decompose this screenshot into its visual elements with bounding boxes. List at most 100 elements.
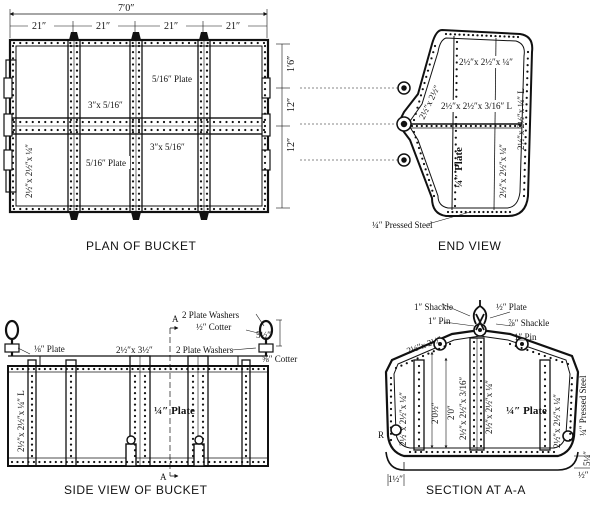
- rivet: [205, 118, 209, 121]
- rivet: [219, 367, 222, 371]
- section-label-shackle-1: 1″ Shackle: [414, 302, 453, 312]
- rivet: [479, 386, 483, 389]
- rivet: [191, 414, 195, 418]
- rivet: [431, 189, 434, 192]
- rivet: [231, 120, 234, 124]
- rivet: [205, 143, 209, 146]
- rivet: [75, 75, 79, 78]
- rivet: [472, 360, 476, 363]
- rivet: [425, 450, 428, 454]
- rivet: [263, 192, 267, 195]
- rivet: [137, 198, 141, 201]
- rivet: [263, 81, 267, 85]
- rivet: [131, 81, 135, 85]
- rivet: [503, 450, 506, 454]
- rivet: [12, 120, 16, 124]
- rivet: [69, 44, 73, 48]
- rivet: [417, 404, 421, 408]
- rivet: [414, 112, 417, 115]
- rivet: [191, 460, 194, 464]
- end-label-mid-angle: 2½″x 2½″x 3/16″ L: [441, 101, 512, 111]
- rivet: [472, 379, 476, 383]
- rivet: [11, 81, 15, 85]
- rivet: [206, 41, 209, 45]
- rivet: [224, 460, 227, 464]
- rivet: [472, 373, 476, 376]
- section-label-angle-b: 2½″x 2½″x ¼″: [484, 380, 494, 434]
- rivet: [199, 143, 203, 146]
- rivet: [133, 449, 137, 452]
- rivet: [389, 438, 393, 442]
- rivet: [497, 450, 500, 454]
- rivet: [131, 161, 135, 165]
- rivet: [263, 161, 267, 165]
- rivet: [158, 367, 162, 371]
- rivet: [11, 155, 15, 158]
- rivet: [543, 438, 547, 441]
- rivet: [543, 444, 547, 448]
- rivet: [205, 155, 209, 158]
- rivet: [21, 367, 25, 371]
- rivet: [11, 51, 15, 54]
- rivet: [494, 124, 497, 128]
- rivet: [69, 432, 73, 435]
- rivet: [205, 180, 209, 183]
- rivet: [256, 207, 259, 211]
- rivet: [69, 149, 73, 152]
- rivet: [231, 41, 234, 45]
- side-label-cotter-2: ⅝″ Cotter: [262, 354, 297, 364]
- rivet: [443, 345, 446, 348]
- rivet: [187, 41, 191, 45]
- rivet: [205, 174, 209, 177]
- rivet: [389, 426, 393, 429]
- rivet: [525, 96, 528, 99]
- end-label-top-angle: 2½″x 2½″x ¼″: [459, 57, 513, 67]
- rivet: [43, 460, 46, 464]
- plan-dim-12b: 12″: [286, 138, 297, 152]
- rivet: [87, 460, 90, 464]
- rivet: [237, 41, 241, 45]
- rivet: [201, 403, 205, 406]
- rivet: [137, 204, 141, 208]
- rivet: [526, 57, 529, 60]
- rivet: [417, 438, 421, 441]
- rivet: [143, 386, 147, 389]
- rivet: [187, 207, 191, 211]
- rivet: [75, 207, 78, 211]
- rivet: [199, 186, 203, 189]
- rivet: [389, 395, 393, 398]
- rivet: [561, 360, 564, 364]
- rivet: [199, 63, 203, 66]
- rivet: [244, 374, 248, 378]
- rivet: [131, 204, 135, 208]
- rivet: [549, 356, 552, 360]
- rivet: [133, 420, 137, 423]
- rivet: [479, 425, 483, 428]
- rivet: [191, 392, 195, 395]
- rivet: [30, 432, 34, 435]
- rivet: [526, 348, 529, 352]
- rivet: [191, 420, 195, 423]
- rivet: [250, 207, 253, 211]
- rivet: [69, 131, 73, 134]
- rivet: [472, 418, 476, 422]
- rivet: [56, 41, 59, 45]
- rivet: [144, 41, 147, 45]
- rivet: [11, 174, 15, 177]
- rivet: [244, 432, 248, 435]
- rivet: [205, 131, 209, 134]
- rivet: [263, 106, 267, 109]
- rivet: [100, 120, 103, 124]
- rivet: [244, 426, 248, 429]
- rivet: [75, 69, 79, 72]
- rivet: [205, 161, 209, 165]
- rivet: [205, 124, 209, 128]
- rivet: [186, 460, 189, 464]
- rivet: [455, 68, 458, 71]
- rivet: [31, 128, 34, 132]
- rivet: [454, 157, 457, 160]
- section-rivets: [389, 340, 574, 454]
- rivet: [120, 460, 123, 464]
- rivet: [455, 88, 458, 91]
